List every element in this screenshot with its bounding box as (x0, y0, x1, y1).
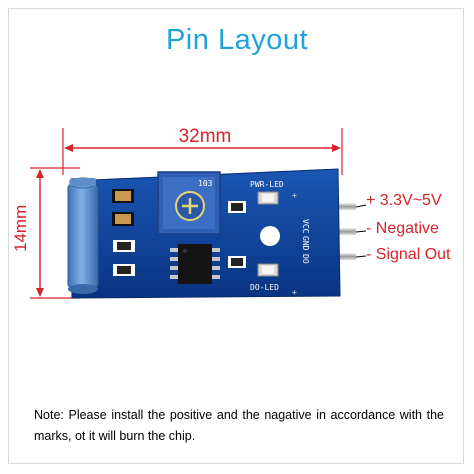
pwr-led (257, 191, 279, 205)
gnd-pin-label: GND (301, 236, 310, 251)
tilt-sensor (67, 177, 99, 294)
page-title: Pin Layout (165, 24, 309, 56)
pwr-led-label: PWR-LED (250, 180, 284, 189)
width-dimension (62, 128, 343, 175)
height-dimension (30, 167, 80, 299)
smd-capacitors (112, 189, 134, 226)
pot-code: 103 (198, 179, 213, 188)
do-pin-label: DO (301, 254, 310, 264)
potentiometer: 103 (157, 171, 221, 235)
mounting-hole (260, 226, 280, 246)
pin-label-gnd: - Negative (366, 220, 439, 237)
warning-note: Note: Please install the positive and th… (34, 408, 444, 443)
smd-resistors (113, 201, 246, 276)
plus-mark: + (292, 191, 297, 200)
plus-mark-2: + (292, 288, 297, 297)
do-led-label: DO-LED (250, 283, 279, 292)
pin-label-vcc: + 3.3V~5V (366, 192, 442, 209)
height-label: 14mm (11, 204, 30, 252)
do-led (257, 263, 279, 277)
pin-label-signal: - Signal Out (366, 246, 451, 263)
comparator-chip (170, 244, 220, 284)
vcc-pin-label: VCC (301, 219, 310, 234)
width-label: 32mm (178, 126, 232, 147)
